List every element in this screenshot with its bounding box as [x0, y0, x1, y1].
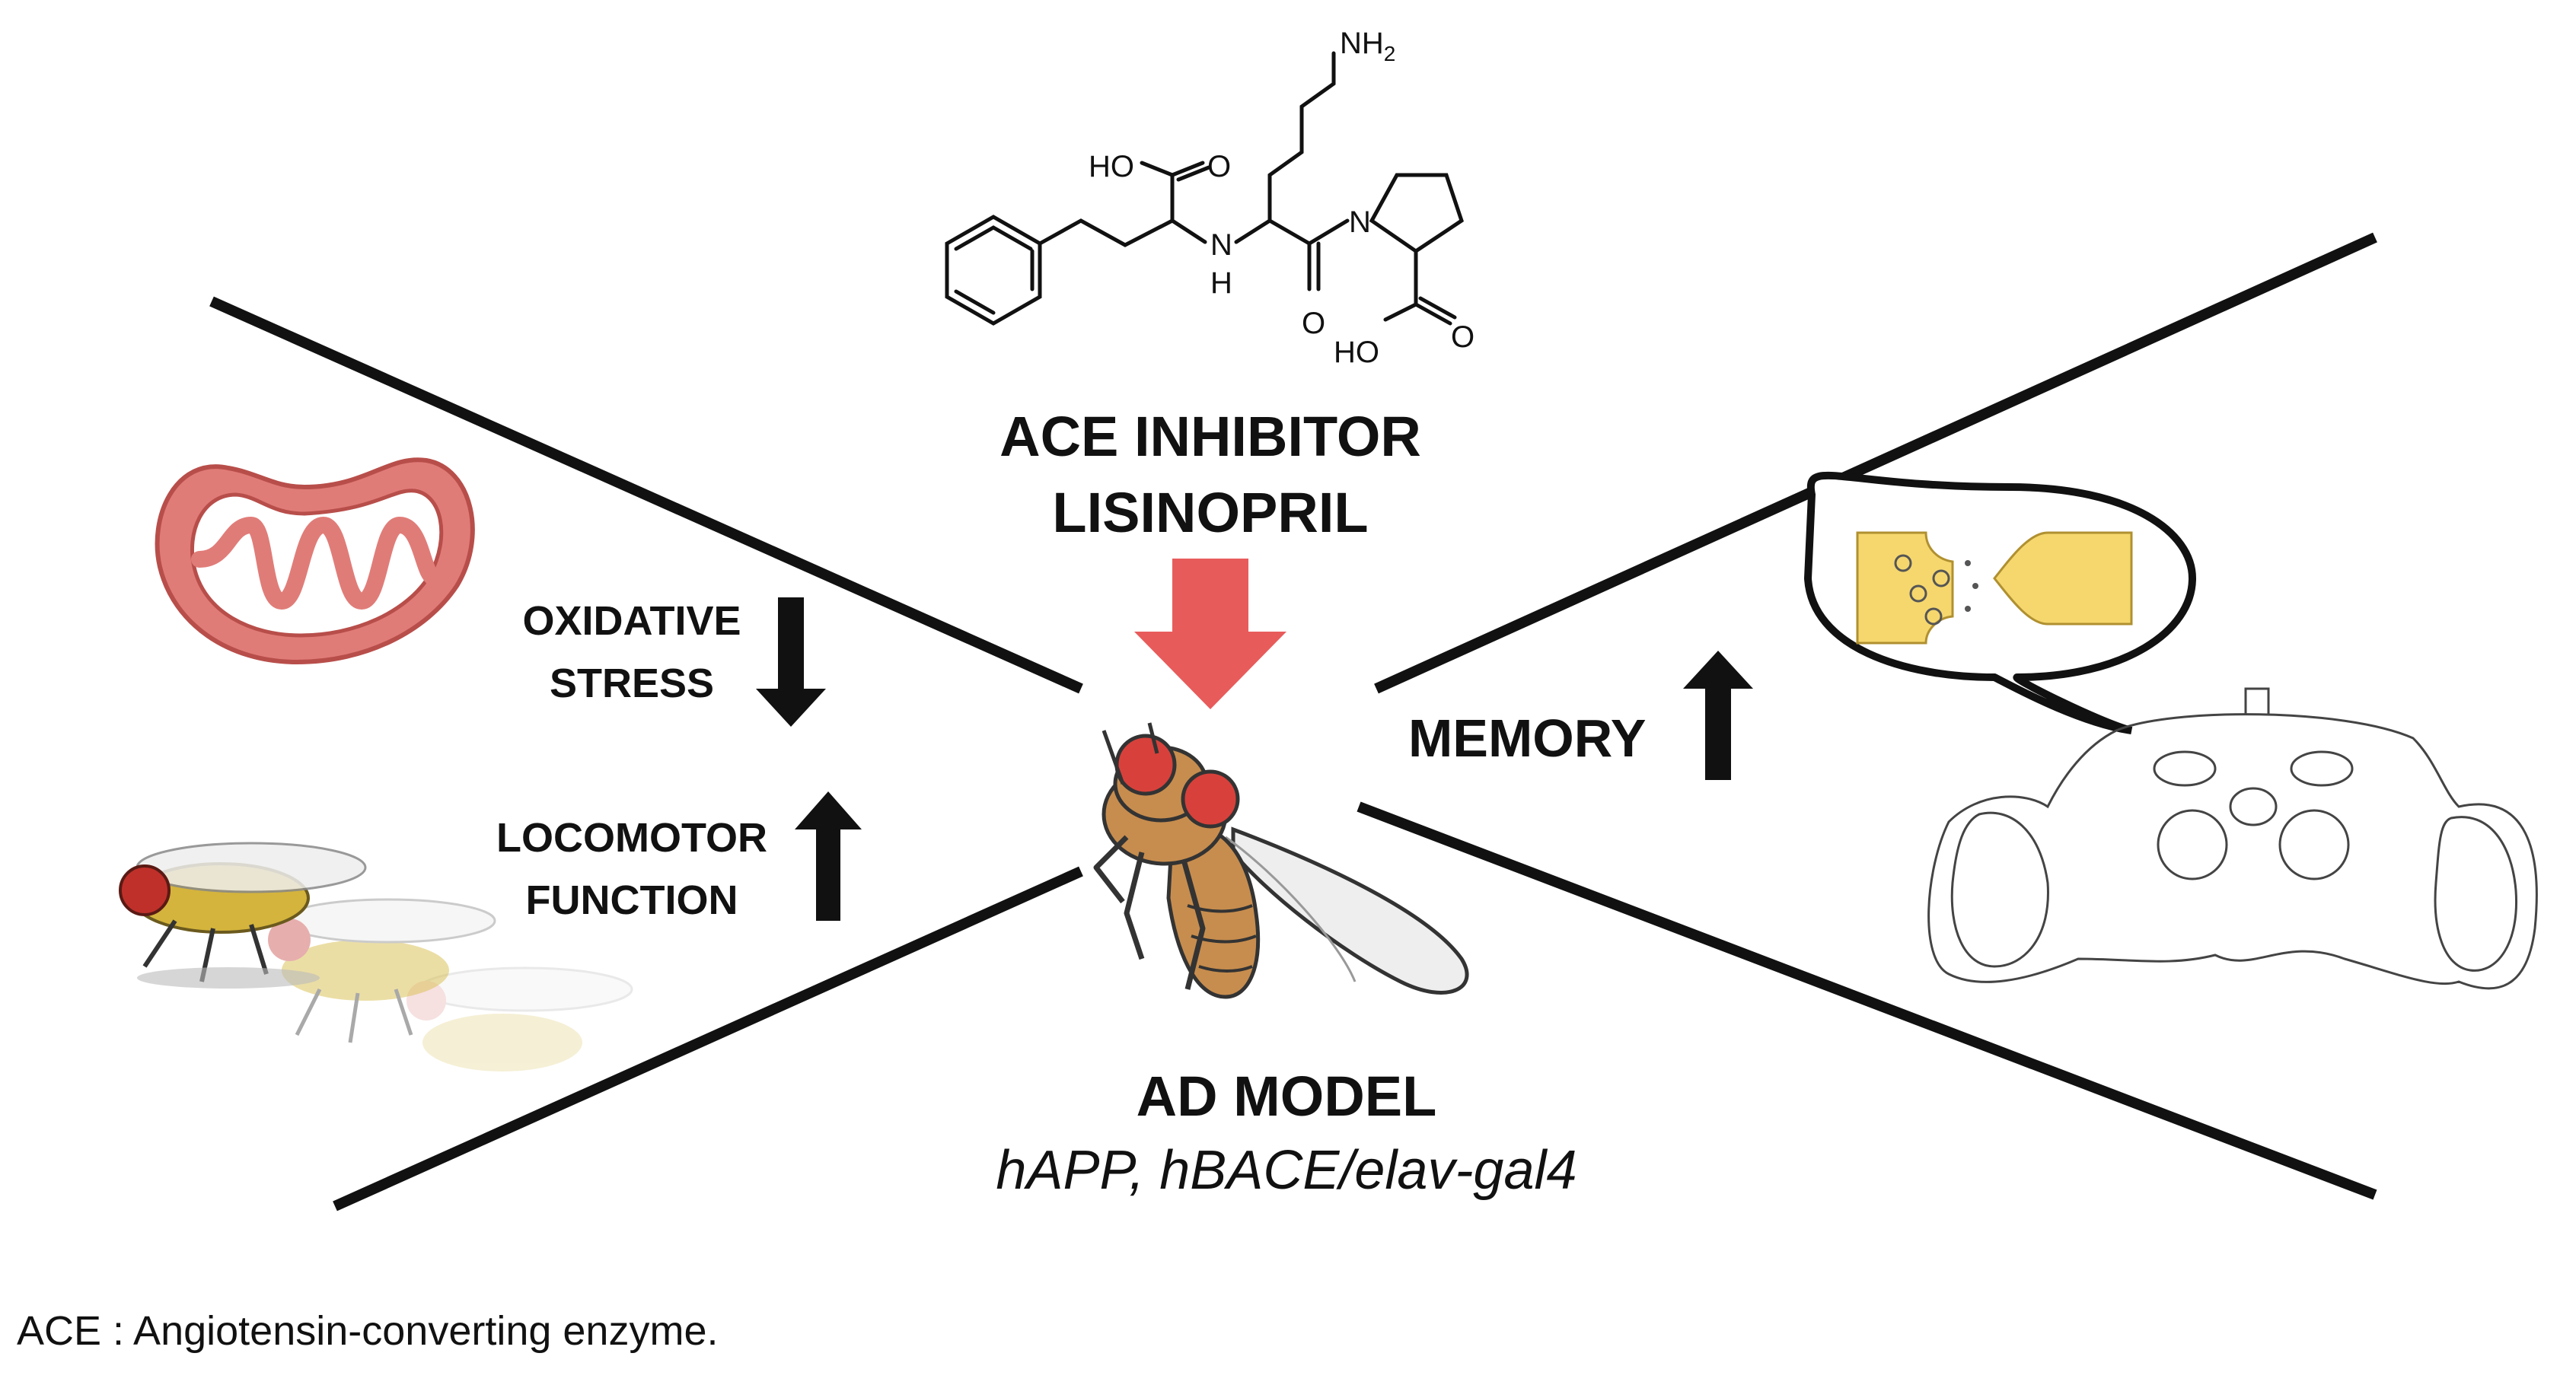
divider-upper-right [1374, 232, 2377, 694]
mitochondrion-icon [155, 457, 475, 665]
central-fly-icon [1093, 722, 1469, 999]
acid-top-o: O [1207, 150, 1231, 183]
acid-bottom-o: O [1451, 320, 1475, 354]
oxidative-down-arrow-icon [756, 597, 826, 727]
fly-ghost-2 [268, 898, 496, 1043]
locomotor-line2: FUNCTION [525, 877, 738, 923]
lisinopril-atom-labels: NH2 HO O N H O N HO O [1089, 27, 1475, 369]
drug-title-line1: ACE INHIBITOR [999, 405, 1421, 468]
ad-model-genotype: hAPP, hBACE/elav-gal4 [996, 1140, 1577, 1201]
drug-title: ACE INHIBITOR LISINOPRIL [913, 399, 1507, 551]
fly-brain-icon [1927, 687, 2538, 990]
divider-lower-left [333, 866, 1083, 1211]
amine-label: NH2 [1340, 27, 1395, 65]
locomotor-line1: LOCOMOTOR [496, 815, 767, 861]
amide-h: H [1210, 266, 1232, 300]
fly-front [119, 842, 367, 989]
lisinopril-structure [945, 51, 1464, 326]
locomotor-up-arrow-icon [795, 791, 862, 921]
acid-bottom-ho: HO [1334, 336, 1379, 369]
ad-model-title: AD MODEL [1136, 1065, 1437, 1128]
memory-up-arrow-icon [1683, 651, 1753, 780]
walking-flies-icon [119, 842, 633, 1071]
divider-upper-left [209, 296, 1083, 694]
oxidative-stress-label: OXIDATIVE STRESS [472, 590, 792, 715]
acid-top-ho: HO [1089, 150, 1134, 183]
drug-title-line2: LISINOPRIL [1052, 481, 1369, 544]
oxidative-stress-line2: STRESS [549, 661, 715, 706]
oxidative-stress-line1: OXIDATIVE [522, 598, 741, 644]
footnote: ACE : Angiotensin-converting enzyme. [17, 1308, 719, 1354]
carbonyl-o: O [1302, 307, 1325, 340]
ring-n: N [1349, 205, 1371, 239]
effect-arrows [756, 597, 1753, 921]
divider-lines [209, 232, 2377, 1211]
divider-lower-right [1357, 801, 2377, 1200]
synapse-bubble-icon [1803, 471, 2197, 734]
memory-label: MEMORY [1408, 708, 1647, 768]
drug-arrow-icon [1134, 559, 1286, 709]
locomotor-function-label: LOCOMOTOR FUNCTION [457, 807, 807, 931]
amide-n: N [1210, 228, 1232, 262]
fly-ghost-3 [406, 966, 633, 1071]
